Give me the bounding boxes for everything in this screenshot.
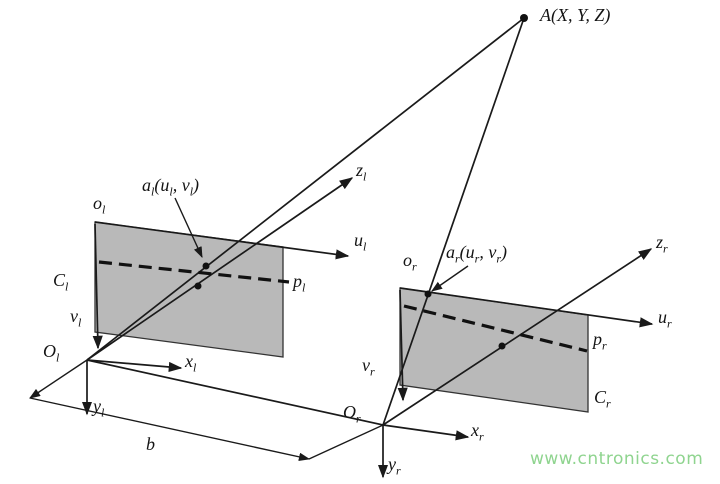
label-xl-axis: xl: [185, 352, 196, 374]
label-o-left: ol: [93, 194, 105, 216]
projection-ray-right: [382, 17, 525, 426]
ar-pointer-line: [431, 265, 469, 292]
base-char: u: [658, 307, 667, 327]
base-char: , v: [479, 242, 497, 262]
subscript-char: r: [356, 411, 361, 426]
base-char: C: [53, 270, 66, 290]
vl-axis: [92, 223, 103, 350]
pl-scanline: [98, 260, 290, 284]
subscript-char: r: [396, 463, 401, 478]
base-char: (u: [459, 242, 475, 262]
zr-axis: [382, 248, 653, 426]
ul-axis: [94, 221, 350, 260]
base-char: z: [656, 232, 664, 252]
base-char: o: [93, 193, 102, 213]
al-dot: [202, 262, 210, 270]
label-Cl-plane: Cl: [53, 271, 68, 293]
subscript-char: r: [474, 251, 480, 266]
label-o-right: or: [403, 251, 417, 273]
label-Ol-origin: Ol: [43, 342, 59, 364]
subscript-char: l: [169, 184, 173, 199]
subscript-char: r: [667, 316, 672, 331]
xl-axis: [86, 359, 183, 373]
b-extension-right: [308, 424, 384, 460]
label-xr-axis: xr: [471, 421, 484, 443]
label-baseline-b: b: [146, 434, 155, 454]
base-char: O: [43, 341, 56, 361]
subscript-char: r: [496, 251, 502, 266]
subscript-char: r: [479, 429, 484, 444]
point-A-dot: [520, 14, 528, 22]
subscript-char: l: [302, 280, 306, 295]
principal-point-left-dot: [194, 282, 202, 290]
base-char: ): [501, 242, 508, 262]
label-Cr-plane: Cr: [594, 388, 611, 410]
label-ul-axis: ul: [354, 231, 366, 253]
pr-scanline: [403, 304, 588, 353]
base-char: ): [193, 175, 200, 195]
subscript-char: l: [65, 279, 69, 294]
base-char: a: [446, 242, 455, 262]
b-dimension-line: [29, 397, 311, 461]
base-char: o: [403, 250, 412, 270]
subscript-char: l: [56, 350, 60, 365]
principal-point-right-dot: [498, 342, 506, 350]
base-char: y: [388, 454, 396, 474]
subscript-char: l: [78, 315, 82, 330]
baseline-line: [86, 359, 384, 426]
label-a-right: ar(ur, vr): [446, 243, 507, 265]
base-char: O: [343, 402, 356, 422]
label-ur-axis: ur: [658, 308, 672, 330]
base-char: z: [356, 160, 364, 180]
b-extension-left: [29, 359, 88, 399]
watermark-text: www.cntronics.com: [530, 449, 704, 469]
subscript-char: r: [606, 396, 611, 411]
base-char: a: [142, 175, 151, 195]
subscript-char: r: [455, 251, 460, 266]
subscript-char: l: [101, 405, 105, 420]
subscript-char: l: [363, 169, 367, 184]
base-char: v: [362, 355, 370, 375]
subscript-char: r: [663, 241, 668, 256]
xr-axis: [382, 424, 470, 441]
subscript-char: l: [102, 202, 106, 217]
label-vl-axis: vl: [70, 307, 81, 329]
subscript-char: l: [363, 239, 367, 254]
base-char: u: [354, 230, 363, 250]
label-zr-axis: zr: [656, 233, 668, 255]
subscript-char: r: [412, 259, 417, 274]
ur-axis: [399, 287, 654, 328]
subscript-char: l: [193, 360, 197, 375]
base-char: p: [593, 329, 602, 349]
base-char: y: [93, 396, 101, 416]
label-point-A: A(X, Y, Z): [540, 5, 611, 25]
subscript-char: r: [370, 364, 375, 379]
subscript-char: l: [151, 184, 155, 199]
al-pointer-line: [174, 197, 203, 259]
base-char: , v: [172, 175, 190, 195]
label-Or-origin: Or: [343, 403, 361, 425]
projection-ray-left: [86, 17, 525, 361]
base-char: p: [293, 271, 302, 291]
base-char: C: [594, 387, 607, 407]
label-a-left: al(ul, vl): [142, 176, 199, 198]
base-char: v: [70, 306, 78, 326]
subscript-char: r: [602, 338, 607, 353]
vr-axis: [397, 289, 408, 402]
ar-dot: [424, 290, 432, 298]
label-zl-axis: zl: [356, 161, 366, 183]
label-yr-axis: yr: [388, 455, 401, 477]
base-char: (u: [154, 175, 170, 195]
subscript-char: l: [189, 184, 194, 199]
right-image-plane: [399, 287, 589, 413]
label-yl-axis: yl: [93, 397, 104, 419]
base-char: x: [471, 420, 479, 440]
label-vr-axis: vr: [362, 356, 375, 378]
zl-axis: [86, 177, 354, 361]
base-char: x: [185, 351, 193, 371]
label-pl-scanline: pl: [293, 272, 305, 294]
label-pr-scanline: pr: [593, 330, 607, 352]
